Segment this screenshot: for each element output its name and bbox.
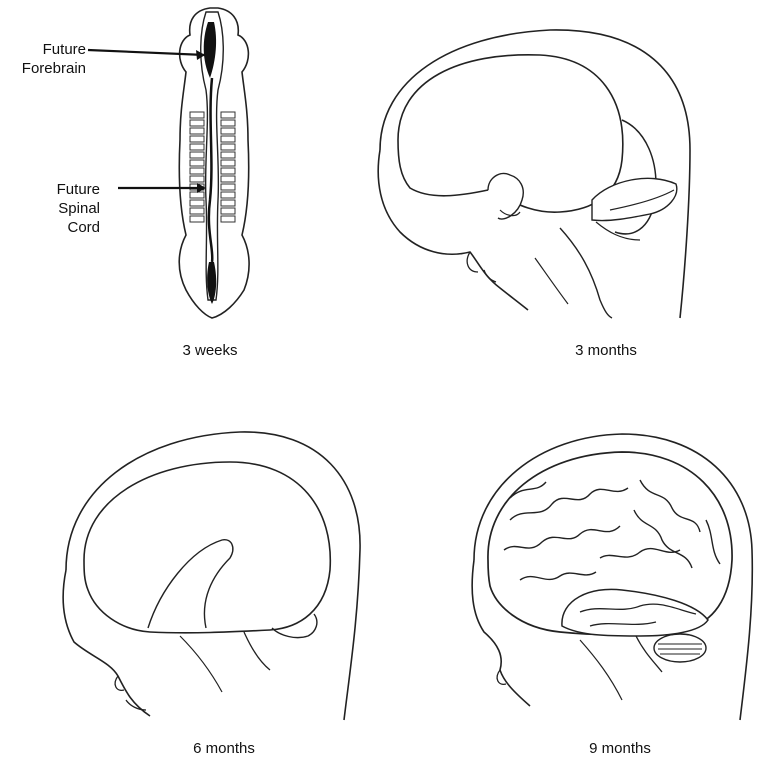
label-future-spinal-cord: Future Spinal Cord [20, 180, 100, 237]
panel-3-months: 3 months [360, 0, 772, 380]
panel-9-months: 9 months [400, 400, 772, 769]
panel-3-weeks: Future Forebrain Future Spinal Cord 3 we… [0, 0, 380, 380]
caption-3-weeks: 3 weeks [110, 342, 310, 359]
caption-3-months: 3 months [506, 342, 706, 359]
label-future-forebrain: Future Forebrain [4, 40, 86, 78]
brain-9-months-illustration [400, 400, 772, 769]
caption-6-months: 6 months [124, 740, 324, 757]
caption-9-months: 9 months [520, 740, 720, 757]
brain-3-months-illustration [360, 0, 772, 380]
panel-6-months: 6 months [0, 400, 380, 769]
brain-6-months-illustration [0, 400, 380, 769]
